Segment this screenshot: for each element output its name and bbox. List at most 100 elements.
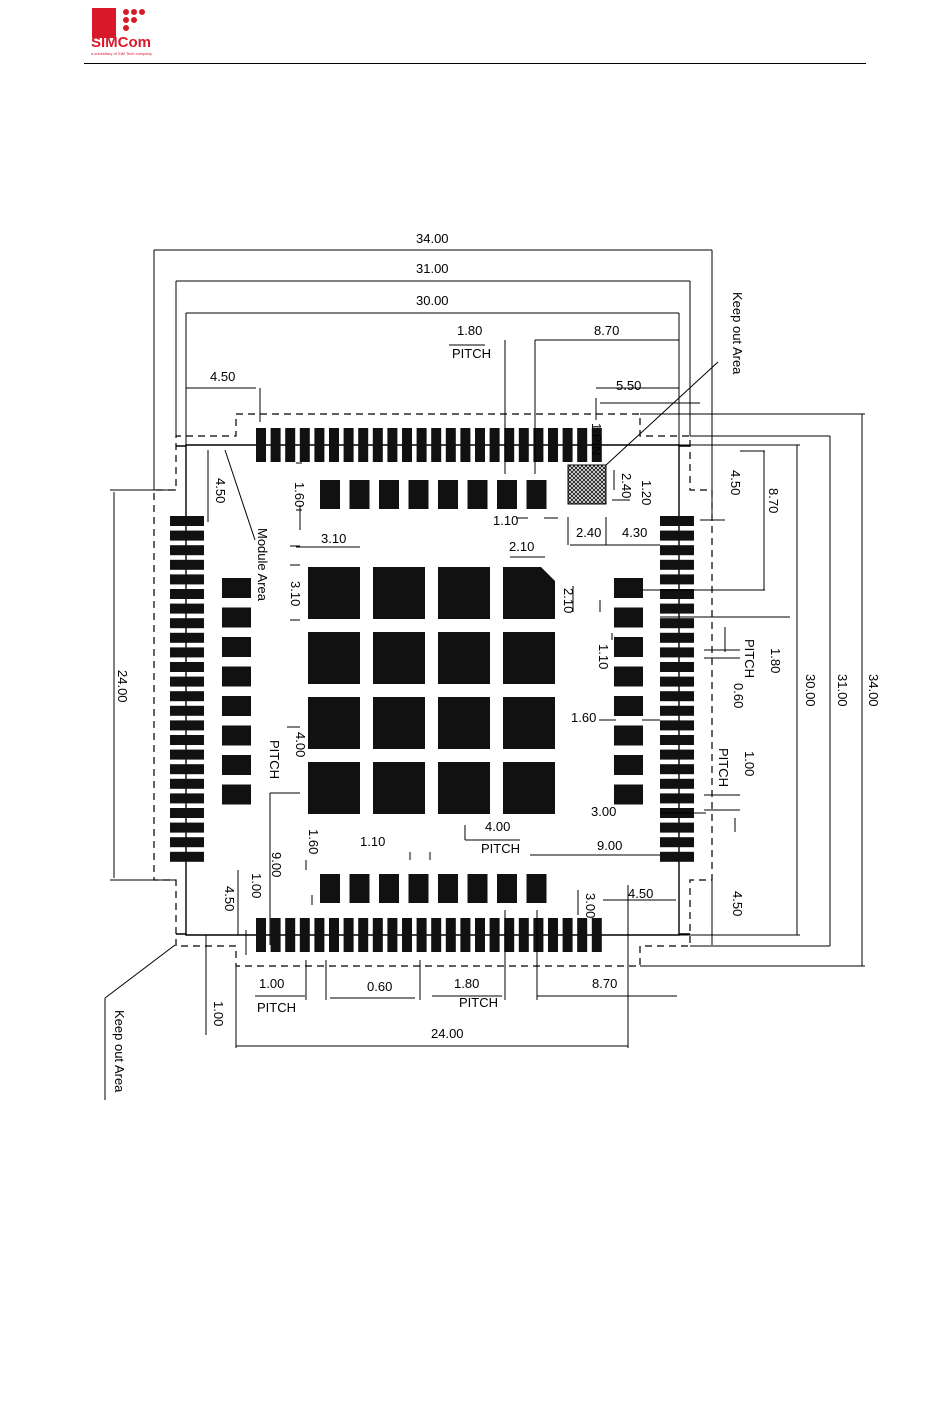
page-header: SIMCom a subsidiary of SIM Tech company (0, 0, 950, 70)
label-pitch-rc1: PITCH (742, 639, 757, 678)
dim-top-31: 31.00 (416, 261, 449, 276)
inner-right-pad (614, 666, 643, 687)
left-edge-pin (170, 749, 204, 760)
dim-top-450: 4.50 (210, 369, 235, 384)
center-pad-chamfered (503, 567, 555, 619)
right-edge-pin (660, 764, 694, 775)
left-edge-pin (170, 808, 204, 818)
center-ground-pad (438, 762, 490, 814)
center-ground-pad (438, 632, 490, 684)
right-edge-pin (660, 545, 694, 556)
right-edge-pin (660, 735, 694, 745)
right-edge-pin (660, 516, 694, 526)
dim-r-3000: 30.00 (803, 674, 818, 707)
left-edge-pin (170, 676, 204, 687)
dim-mid-110: 1.10 (493, 513, 518, 528)
top-edge-pin (299, 428, 310, 462)
top-edge-pin (314, 428, 325, 462)
bottom-edge-pin (358, 918, 369, 952)
left-edge-pin (170, 647, 204, 658)
center-ground-pad (308, 632, 360, 684)
center-ground-pad (503, 632, 555, 684)
bottom-edge-pin (577, 918, 588, 952)
bottom-edge-pin (431, 918, 442, 952)
top-edge-pin (416, 428, 427, 462)
inner-bottom-pad (408, 874, 429, 903)
inner-top-pad (320, 480, 340, 509)
top-edge-pin (577, 428, 588, 462)
dim-top-pitch-180: 1.80 (457, 323, 482, 338)
left-edge-pin (170, 851, 204, 862)
top-edge-pin (402, 428, 412, 462)
bottom-edge-pin (285, 918, 296, 952)
bottom-edge-pin (591, 918, 602, 952)
dim-r-870: 8.70 (766, 488, 781, 513)
bottom-edge-pin (548, 918, 558, 952)
dim-r-430: 4.30 (622, 525, 647, 540)
left-edge-pin (170, 778, 204, 789)
inner-top-pad (379, 480, 399, 509)
dim-b-160: 1.60 (306, 829, 321, 854)
right-edge-pin (660, 851, 694, 862)
dim-sq-310h: 3.10 (321, 531, 346, 546)
center-ground-pad (308, 567, 360, 619)
dim-top-34: 34.00 (416, 231, 449, 246)
center-ground-pad (308, 762, 360, 814)
label-pitch-b1: PITCH (257, 1000, 296, 1015)
dim-left-450: 4.50 (213, 478, 228, 503)
dim-r-450: 4.50 (728, 470, 743, 495)
dim-c-400h: 4.00 (485, 819, 510, 834)
dim-r-3400: 34.00 (866, 674, 881, 707)
dim-b-870: 8.70 (592, 976, 617, 991)
inner-top-pad (526, 480, 547, 509)
inner-right-pad (614, 637, 643, 657)
top-edge-pin (475, 428, 485, 462)
dim-b-450h: 4.50 (628, 886, 653, 901)
left-edge-pin (170, 822, 204, 833)
top-edge-pin (285, 428, 296, 462)
right-edge-pin (660, 676, 694, 687)
left-edge-pin (170, 837, 204, 848)
dim-rc-100: 1.00 (742, 751, 757, 776)
center-ground-pad (438, 697, 490, 749)
inner-bottom-pad (526, 874, 547, 903)
left-edge-pin (170, 516, 204, 526)
bottom-edge-pin (343, 918, 354, 952)
pads-layer (170, 428, 694, 952)
right-edge-pin (660, 822, 694, 833)
top-edge-pin (460, 428, 471, 462)
inner-left-pad (222, 696, 251, 716)
dim-top-30: 30.00 (416, 293, 449, 308)
bottom-edge-pin (299, 918, 310, 952)
center-ground-pad (373, 762, 425, 814)
top-edge-pin (548, 428, 558, 462)
top-edge-pin (256, 428, 266, 462)
left-edge-pin (170, 793, 204, 804)
top-edge-pin (533, 428, 544, 462)
label-pin1: 1 PIN (589, 423, 604, 456)
right-edge-pin (660, 720, 694, 731)
dim-rc-110: 1.10 (596, 644, 611, 669)
dimension-lines (104, 249, 865, 1100)
left-edge-pin (170, 705, 204, 716)
dim-left-160: 1.60 (292, 482, 307, 507)
dim-b-180p: 1.80 (454, 976, 479, 991)
top-edge-pin (372, 428, 383, 462)
dim-b-100l: 1.00 (211, 1001, 226, 1026)
left-edge-pin (170, 632, 204, 643)
dim-r-3100: 31.00 (835, 674, 850, 707)
right-edge-pin (660, 530, 694, 541)
label-pitch-c2: PITCH (481, 841, 520, 856)
dim-c-900h: 9.00 (597, 838, 622, 853)
bottom-edge-pin (475, 918, 485, 952)
dim-sq-210h: 2.10 (509, 539, 534, 554)
right-edge-pin (660, 793, 694, 804)
dim-l-900v: 9.00 (269, 852, 284, 877)
header-rule (84, 63, 866, 64)
inner-bottom-pad (497, 874, 517, 903)
right-edge-pin (660, 559, 694, 570)
right-edge-pin (660, 778, 694, 789)
inner-bottom-pad (379, 874, 399, 903)
top-edge-pin (329, 428, 339, 462)
dim-r-240: 2.40 (619, 473, 634, 498)
